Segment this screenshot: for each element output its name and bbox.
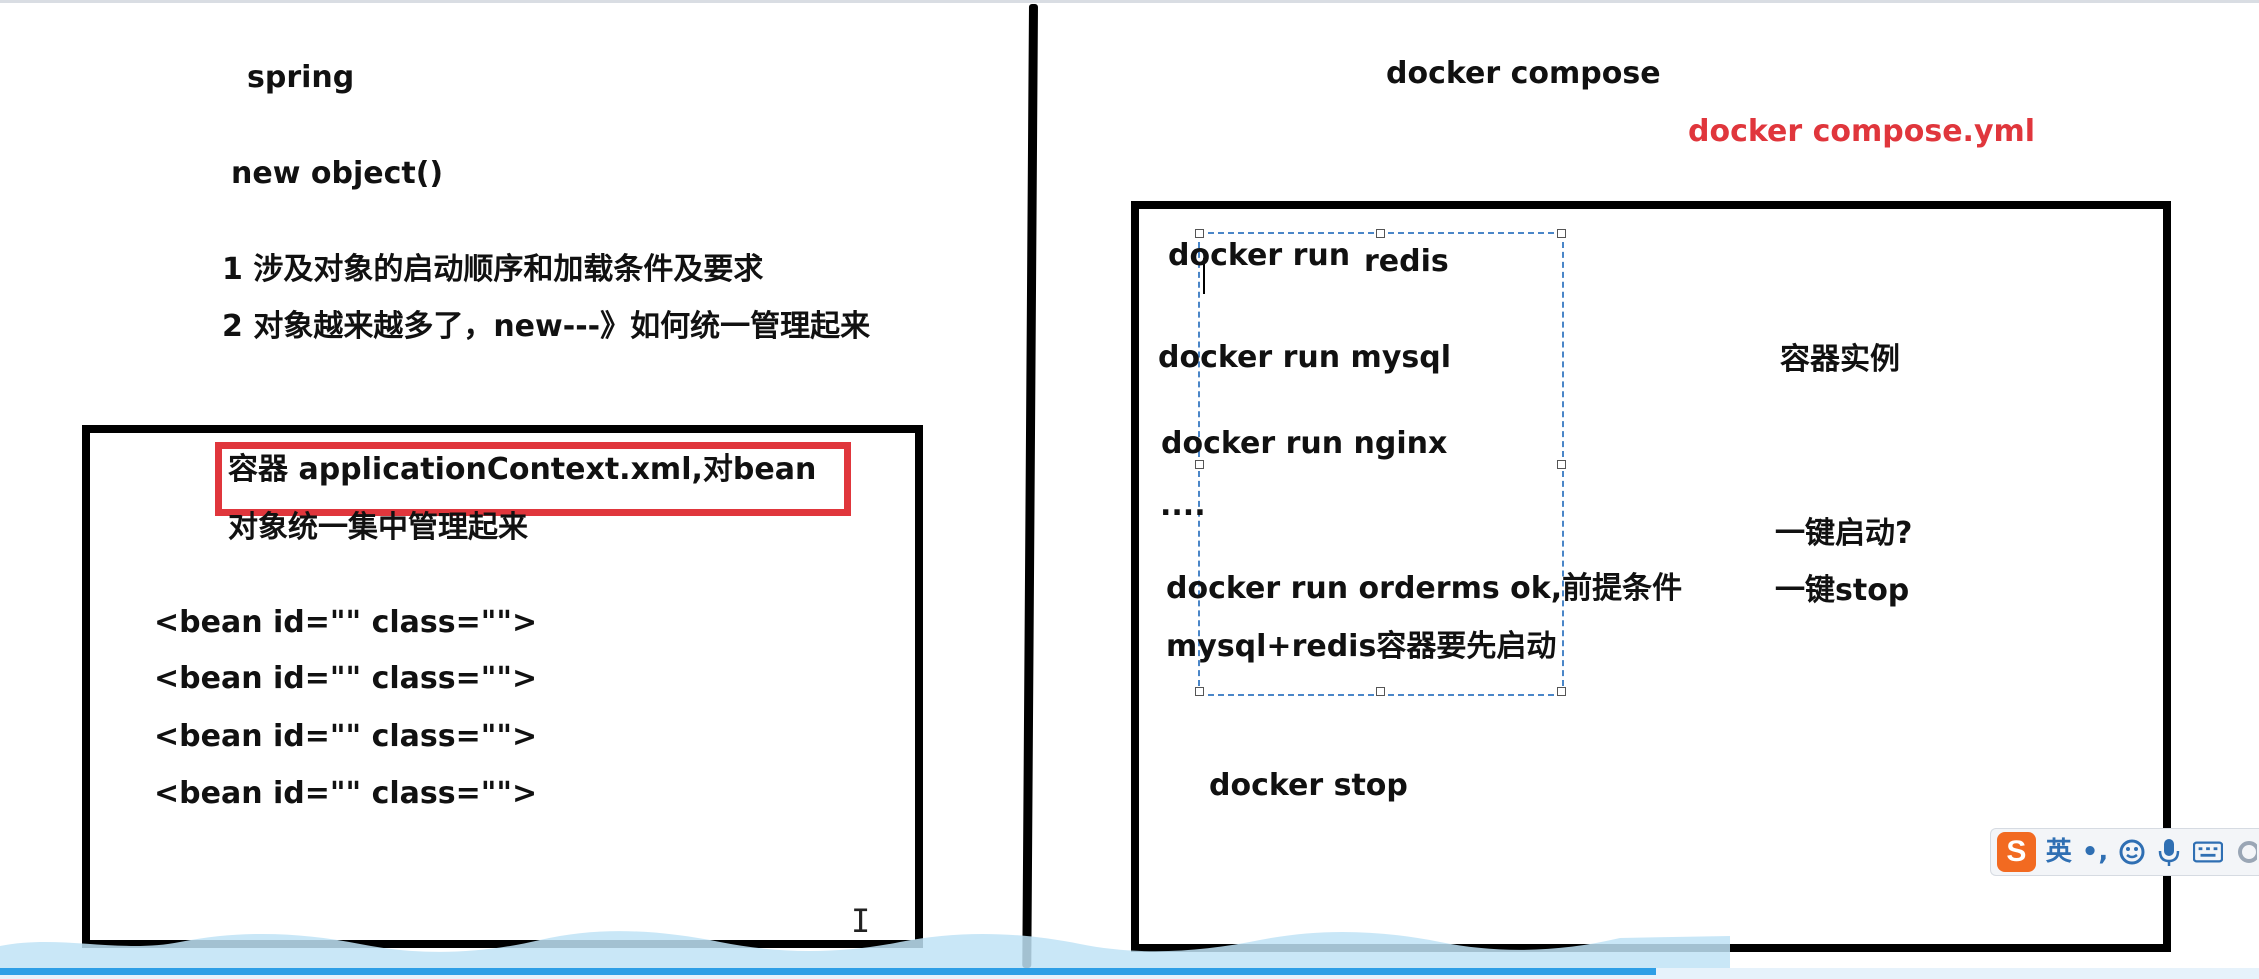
- container-highlight-box: [215, 442, 851, 516]
- selection-box[interactable]: [1195, 229, 1566, 696]
- ime-toolbar[interactable]: S 英 •,: [1990, 828, 2259, 876]
- ime-language-toggle[interactable]: 英: [2045, 837, 2072, 867]
- point-1-text: 1 涉及对象的启动顺序和加载条件及要求: [222, 252, 764, 287]
- resize-handle[interactable]: [1376, 229, 1385, 238]
- docker-compose-yml: docker compose.yml: [1688, 114, 2036, 149]
- microphone-icon[interactable]: [2156, 837, 2182, 867]
- one-key-start-text: 一键启动?: [1775, 516, 1913, 551]
- keyboard-icon[interactable]: [2192, 837, 2223, 867]
- smiley-icon[interactable]: [2118, 837, 2146, 867]
- resize-handle[interactable]: [1195, 687, 1204, 696]
- bean-line: <bean id="" class="">: [154, 605, 538, 640]
- container-desc: 对象统一集中管理起来: [228, 510, 528, 545]
- one-key-stop-text: 一键stop: [1775, 573, 1910, 608]
- bottom-progress-bar: [0, 968, 2259, 979]
- docker-compose-title: docker compose: [1386, 56, 1661, 91]
- text-cursor-icon: I: [851, 902, 871, 940]
- bean-line: <bean id="" class="">: [154, 661, 538, 696]
- bean-line: <bean id="" class="">: [154, 776, 538, 811]
- prereq-text[interactable]: mysql+redis容器要先启动: [1166, 629, 1557, 664]
- docker-run-nginx[interactable]: docker run nginx: [1161, 426, 1448, 461]
- docker-stop-text: docker stop: [1209, 768, 1408, 803]
- text-caret: [1203, 258, 1205, 294]
- resize-handle[interactable]: [1557, 687, 1566, 696]
- settings-icon[interactable]: [2233, 837, 2259, 867]
- resize-handle[interactable]: [1195, 460, 1204, 469]
- spring-title: spring: [247, 60, 355, 95]
- bean-line: <bean id="" class="">: [154, 719, 538, 754]
- ime-punctuation-toggle[interactable]: •,: [2081, 837, 2109, 867]
- spring-container-box: [82, 425, 923, 948]
- top-edge: [0, 0, 2259, 3]
- docker-run-mysql[interactable]: docker run mysql: [1158, 340, 1451, 375]
- point-2-text: 2 对象越来越多了，new---》如何统一管理起来: [222, 309, 871, 344]
- resize-handle[interactable]: [1195, 229, 1204, 238]
- docker-run-orderms[interactable]: docker run orderms ok,前提条件: [1166, 571, 1683, 606]
- bottom-progress-fill: [0, 968, 1656, 975]
- sogou-logo-icon[interactable]: S: [1997, 832, 2036, 872]
- resize-handle[interactable]: [1376, 687, 1385, 696]
- resize-handle[interactable]: [1557, 460, 1566, 469]
- panel-divider: [1022, 3, 1038, 969]
- docker-run-cmd[interactable]: docker run: [1168, 238, 1351, 273]
- container-label: 容器 applicationContext.xml,对bean: [228, 452, 817, 487]
- resize-handle[interactable]: [1557, 229, 1566, 238]
- redis-text[interactable]: redis: [1364, 244, 1449, 279]
- bottom-wave-decoration: [0, 931, 1730, 970]
- new-object-text: new object(): [231, 156, 444, 191]
- ellipsis-text[interactable]: ....: [1160, 488, 1206, 523]
- container-instances-text: 容器实例: [1780, 342, 1900, 377]
